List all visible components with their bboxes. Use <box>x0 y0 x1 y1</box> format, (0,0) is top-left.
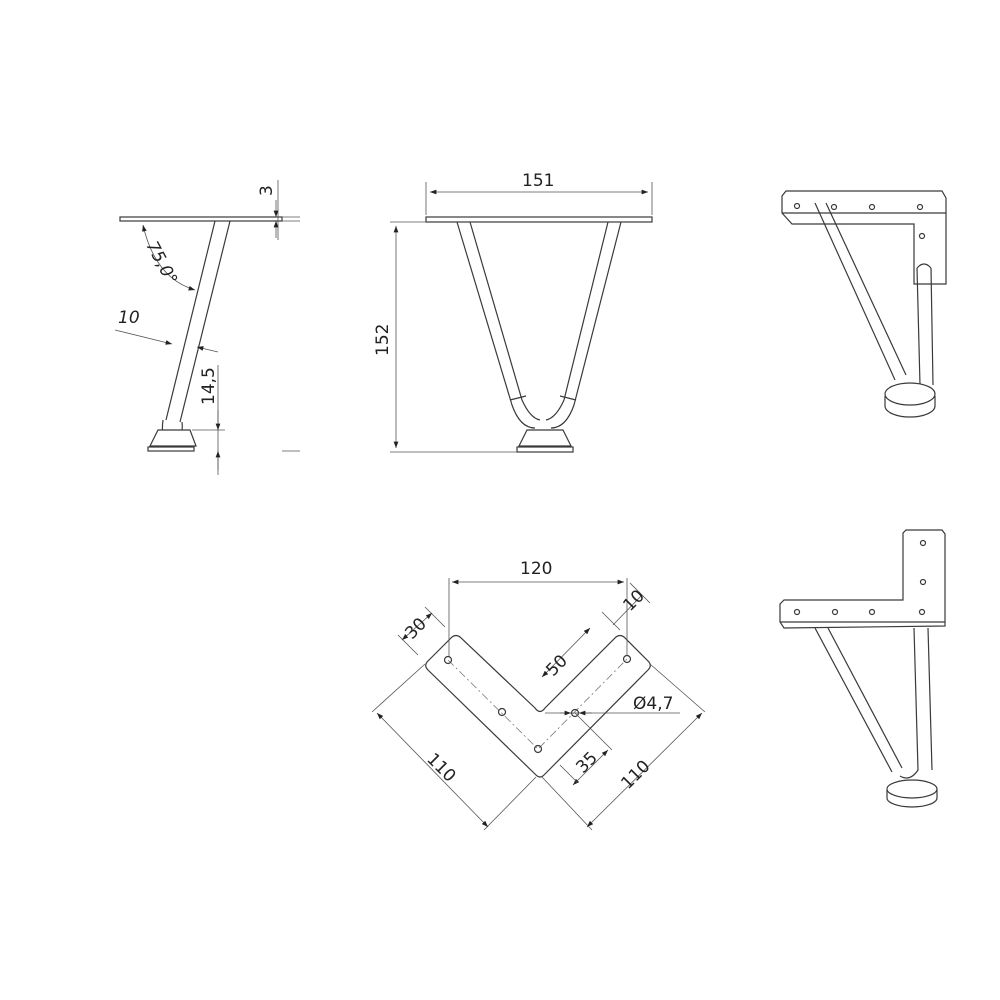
side-view: 3 75,0° 10 14,5 <box>114 180 300 475</box>
mounting-plate-side <box>119 216 283 222</box>
leg-vertical-iso-2 <box>899 627 933 779</box>
dim-span: 120 <box>520 559 552 579</box>
dim-width: 151 <box>522 171 554 191</box>
dim-hole-diameter: Ø4,7 <box>633 694 673 714</box>
foot-side <box>149 429 197 447</box>
dim-arm-length-left: 110 <box>422 749 459 786</box>
leg-vertical-iso <box>916 267 934 386</box>
dim-edge-offset: 10 <box>619 586 648 615</box>
mounting-plate-iso <box>781 190 947 285</box>
iso-view-bottom <box>779 529 946 808</box>
dim-height: 152 <box>373 324 393 356</box>
dim-hole-spacing: 50 <box>542 651 571 680</box>
plate-view: 120 30 10 50 Ø4,7 35 110 110 <box>371 559 706 831</box>
hole <box>443 655 453 665</box>
dim-rod-diameter: 10 <box>118 308 140 328</box>
leg-rod-side <box>165 220 231 423</box>
mounting-plate-top <box>425 634 651 778</box>
dim-foot-height: 14,5 <box>199 367 219 405</box>
hole <box>497 707 507 717</box>
hole <box>533 744 543 754</box>
leg-left-front <box>456 221 541 429</box>
iso-view-top <box>781 190 947 418</box>
dim-plate-thickness: 3 <box>257 185 277 196</box>
hole <box>622 654 632 664</box>
leg-right-front <box>545 221 622 429</box>
leg-diagonal-iso-2 <box>814 627 903 773</box>
dim-inner-offset: 35 <box>572 748 601 777</box>
dim-arm-length-right: 110 <box>617 756 654 793</box>
front-view: 151 152 <box>373 171 653 453</box>
mounting-plate-front <box>425 216 653 223</box>
dim-angle: 75,0° <box>142 238 181 288</box>
foot-front <box>518 429 572 447</box>
leg-diagonal-iso <box>814 202 907 381</box>
